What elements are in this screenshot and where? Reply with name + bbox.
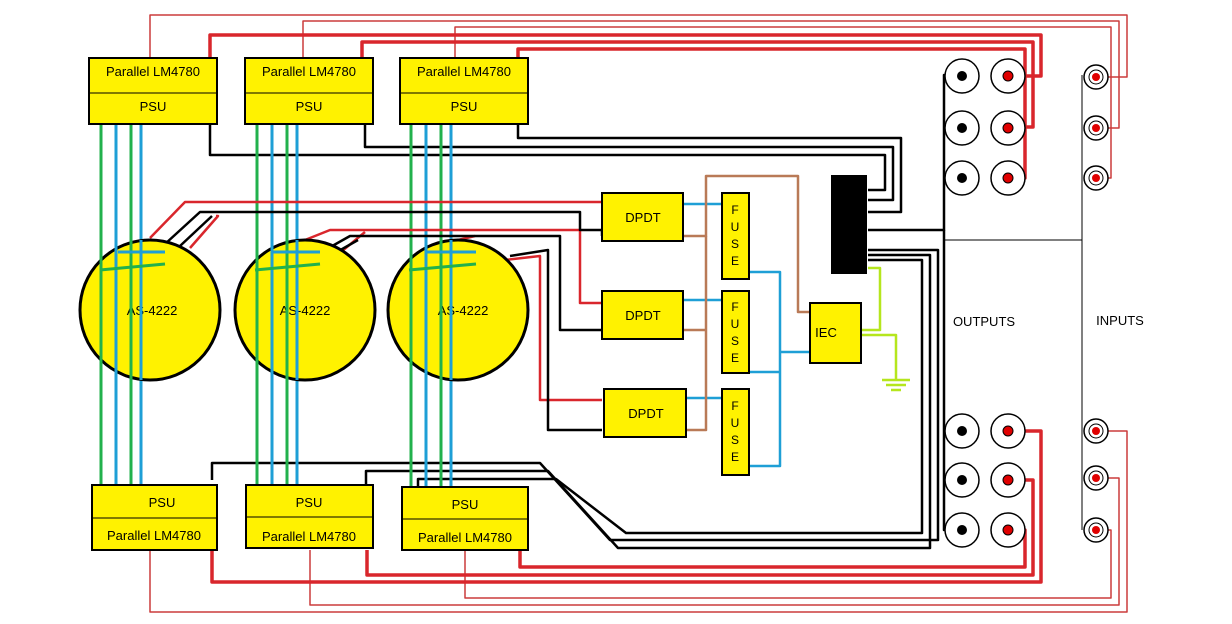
binding-post-icon [990,58,1026,94]
dpdt-switch-2: DPDT [601,290,684,340]
iec-inlet: IEC [809,302,862,364]
secondary-overlay [99,240,477,380]
fuse-letter: U [731,416,740,430]
binding-post-icon [990,512,1026,548]
binding-post-icon [944,413,980,449]
psu-label: PSU [452,497,479,512]
fuse-letter: E [731,351,739,365]
amp-label: Parallel LM4780 [107,528,201,543]
amp-label: Parallel LM4780 [262,529,356,544]
binding-post-icon [990,160,1026,196]
amp-label: Parallel LM4780 [417,64,511,79]
input-jacks [1083,64,1109,543]
fuse-2: F U S E [721,290,750,374]
fuse-3: F U S E [721,388,750,476]
iec-label: IEC [815,325,837,340]
binding-post-icon [990,462,1026,498]
rca-jack-icon [1083,465,1109,491]
amp-module-bottom-1: PSU Parallel LM4780 [91,484,218,551]
fuse-letter: F [731,300,738,314]
earth-ground-icon [882,378,910,392]
primary-black-wires [164,210,604,432]
binding-post-icon [944,58,980,94]
inputs-label: INPUTS [1096,313,1144,328]
dpdt-switch-3: DPDT [603,388,687,438]
rca-jack-icon [1083,517,1109,543]
psu-label: PSU [149,495,176,510]
rca-jack-icon [1083,418,1109,444]
outputs-label: OUTPUTS [953,314,1015,329]
fuse-letter: E [731,254,739,268]
amp-module-bottom-2: PSU Parallel LM4780 [245,484,374,549]
fuse-letter: U [731,220,740,234]
amp-module-top-1: Parallel LM4780 PSU [88,57,218,125]
psu-label: PSU [140,99,167,114]
binding-post-icon [990,413,1026,449]
output-terminals [944,58,1026,548]
fuse-letter: U [731,317,740,331]
fuse-1: F U S E [721,192,750,280]
amp-label: Parallel LM4780 [262,64,356,79]
binding-post-icon [944,160,980,196]
dpdt-switch-1: DPDT [601,192,684,242]
transformer-3: AS-4222 [386,238,530,382]
transformer-label: AS-4222 [127,303,178,318]
rca-jack-icon [1083,64,1109,90]
switch-label: DPDT [628,406,663,421]
switch-label: DPDT [625,210,660,225]
fuse-letter: S [731,334,739,348]
fuse-letter: E [731,450,739,464]
fuse-letter: S [731,433,739,447]
earth-wires [848,266,898,380]
divider-lines [944,75,1083,530]
rca-jack-icon [1083,115,1109,141]
amp-module-bottom-3: PSU Parallel LM4780 [401,486,529,551]
fuse-letter: F [731,203,738,217]
binding-post-icon [944,110,980,146]
psu-label: PSU [451,99,478,114]
psu-label: PSU [296,495,323,510]
amp-label: Parallel LM4780 [418,530,512,545]
binding-post-icon [944,512,980,548]
fuse-letter: F [731,399,738,413]
amp-label: Parallel LM4780 [106,64,200,79]
amp-module-top-2: Parallel LM4780 PSU [244,57,374,125]
rca-jack-icon [1083,165,1109,191]
transformer-label: AS-4222 [438,303,489,318]
transformer-2: AS-4222 [233,238,377,382]
transformer-label: AS-4222 [280,303,331,318]
fuse-letter: S [731,237,739,251]
switch-label: DPDT [625,308,660,323]
amp-module-top-3: Parallel LM4780 PSU [399,57,529,125]
binding-post-icon [990,110,1026,146]
binding-post-icon [944,462,980,498]
psu-label: PSU [296,99,323,114]
terminal-block [831,175,867,274]
